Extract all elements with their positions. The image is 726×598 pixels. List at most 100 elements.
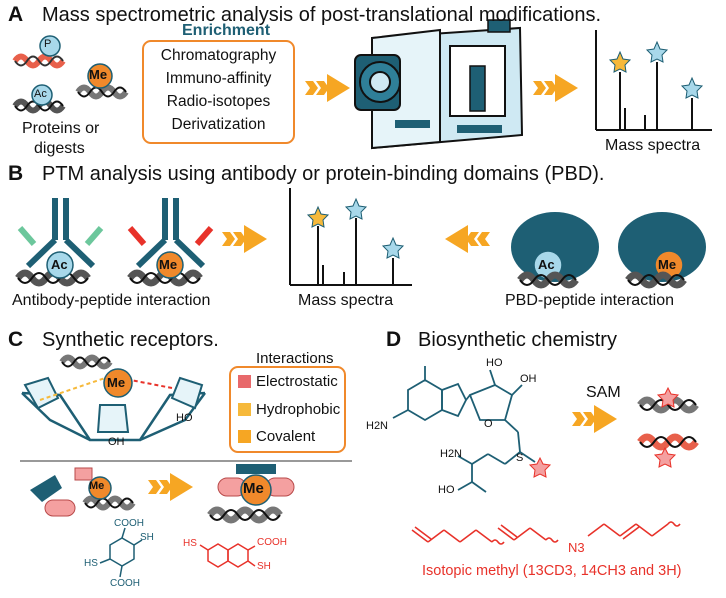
enrichment-box <box>142 40 295 144</box>
sulfonium-s: S <box>516 452 524 464</box>
panel-b-title: PTM analysis using antibody or protein-b… <box>42 163 605 185</box>
interactions-title: Interactions <box>256 350 334 367</box>
proteins-label: Proteins or <box>22 120 100 137</box>
panel-d-title: Biosynthetic chemistry <box>418 329 617 351</box>
mass-spectrometer <box>354 19 524 150</box>
arrow-b2 <box>445 225 490 253</box>
methionine-h2n: H2N <box>440 448 463 460</box>
methyl-badge <box>88 476 112 500</box>
enrichment-title: Enrichment <box>182 22 271 39</box>
calixarene-receptor <box>21 376 207 442</box>
benzene-dithiol-acid <box>99 527 143 578</box>
assembled-receptor <box>207 464 295 524</box>
enrichment-item-3: Radio-isotopes <box>166 93 271 110</box>
panel-b-letter: B <box>8 162 24 185</box>
star-blue-icon <box>645 40 669 63</box>
methyl-badge <box>87 63 113 89</box>
peptide-helix-me <box>75 84 129 100</box>
sam-label: SAM <box>586 384 621 401</box>
methyl-badge <box>156 251 184 279</box>
enrichment-item-4: Derivatization <box>171 116 266 133</box>
badge-me-label: Me <box>89 67 108 82</box>
panel-c-letter: C <box>8 328 24 351</box>
spectrum-b <box>289 188 412 286</box>
legend-electrostatic: Electrostatic <box>256 373 338 390</box>
pbd-ac <box>511 212 599 289</box>
cooh-top: COOH <box>114 518 144 529</box>
cooh-bottom: COOH <box>110 578 140 589</box>
cofactor-analog-2 <box>497 524 559 543</box>
antibody-ac <box>17 198 104 269</box>
legend-hydrophobic: Hydrophobic <box>256 401 341 418</box>
panel-d-letter: D <box>386 328 402 351</box>
peptide-helix-c2 <box>82 495 136 511</box>
ribose-o: O <box>484 418 493 430</box>
cooh-red: COOH <box>257 537 287 548</box>
legend-covalent: Covalent <box>256 428 316 445</box>
panel-a-letter: A <box>8 3 24 26</box>
pbd-me <box>618 212 706 289</box>
badge-b-me-label: Me <box>159 257 178 272</box>
phospho-badge <box>39 35 61 57</box>
peptide-helix-p <box>12 53 66 69</box>
isotopic-label: Isotopic methyl (13CD3, 14CH3 and 3H) <box>422 563 682 579</box>
oh-label: OH <box>108 436 125 448</box>
badge-b-ac-label: Ac <box>51 257 68 272</box>
panel-c-title: Synthetic receptors. <box>42 329 219 351</box>
badge-c3-me-label: Me <box>243 480 264 497</box>
sam-molecule <box>392 366 536 493</box>
legend-swatch-hydrophobic <box>238 403 251 416</box>
hs-red: HS <box>183 538 197 549</box>
sh-top: SH <box>140 532 154 543</box>
pbd-ac-label: Ac <box>538 257 555 272</box>
star-blue-icon <box>344 197 368 220</box>
ho-label: HO <box>176 412 193 424</box>
peptide-helix-ac <box>12 98 66 114</box>
peptide-helix-d2 <box>637 433 699 451</box>
pbd-label: PBD-peptide interaction <box>505 292 674 309</box>
sh-red: SH <box>257 561 271 572</box>
peptide-helix-c1 <box>59 354 113 370</box>
ribose-ho: HO <box>486 357 503 369</box>
star-blue-icon <box>680 76 704 99</box>
star-red-icon <box>528 456 552 478</box>
arrow-a2 <box>533 74 578 102</box>
arrow-c <box>148 473 193 501</box>
antibody-label: Antibody-peptide interaction <box>12 292 211 309</box>
spectrum-a <box>595 30 712 131</box>
arrow-a1 <box>305 74 350 102</box>
star-red-icon <box>656 386 680 408</box>
peptide-helix-d1 <box>637 396 699 414</box>
enrichment-item-1: Chromatography <box>160 47 277 64</box>
star-orange-icon <box>306 205 330 228</box>
arrow-d <box>572 405 617 433</box>
digests-label: digests <box>34 140 85 157</box>
badge-ac-label: Ac <box>34 88 47 100</box>
cofactor-analog-1 <box>411 526 505 545</box>
antibody-me <box>127 198 214 269</box>
legend-swatch-electrostatic <box>238 375 251 388</box>
interactions-legend-box <box>229 366 346 453</box>
cofactor-analog-3 <box>587 521 681 540</box>
hs-bottom: HS <box>84 558 98 569</box>
star-blue-icon <box>381 236 405 259</box>
ribose-oh: OH <box>520 373 537 385</box>
azide-n3: N3 <box>568 540 585 555</box>
carboxyl-ho: HO <box>438 484 455 496</box>
arrow-b1 <box>222 225 267 253</box>
acetyl-badge <box>46 251 74 279</box>
enrichment-item-2: Immuno-affinity <box>165 70 272 87</box>
acetyl-badge <box>31 84 53 106</box>
legend-swatch-covalent <box>238 430 251 443</box>
badge-p-label: P <box>44 38 52 50</box>
methyl-badge <box>103 368 133 398</box>
badge-c-me-label: Me <box>107 375 126 390</box>
pbd-me-label: Me <box>658 257 677 272</box>
adenine-h2n: H2N <box>366 420 389 432</box>
receptor-pieces <box>30 467 93 517</box>
star-red-icon <box>653 446 677 468</box>
spectra-a-label: Mass spectra <box>605 137 701 154</box>
panel-a-title: Mass spectrometric analysis of post-tran… <box>42 4 602 26</box>
